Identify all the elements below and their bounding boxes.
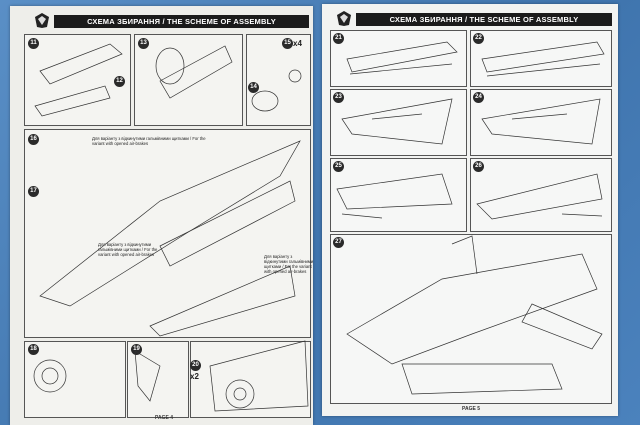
- step-number: 20: [190, 360, 201, 371]
- step-panel-11-12: [24, 34, 131, 126]
- step-number: 27: [333, 237, 344, 248]
- step-number: 25: [333, 161, 344, 172]
- brand-logo-icon: [35, 13, 49, 28]
- assembly-line-art: [33, 43, 309, 412]
- step-panel-27: [330, 234, 612, 404]
- step-panel-14-15: [246, 34, 311, 126]
- step-number: 14: [248, 82, 259, 93]
- step-panel-20: [190, 341, 311, 418]
- page-number: PAGE 5: [462, 406, 480, 412]
- step-panel-25: [330, 158, 467, 232]
- assembly-line-art: [336, 41, 605, 395]
- page-title: СХЕМА ЗБИРАННЯ / THE SCHEME OF ASSEMBLY: [356, 13, 612, 26]
- step-number: 19: [131, 344, 142, 355]
- step-panel-13: [134, 34, 243, 126]
- step-panel-26: [470, 158, 612, 232]
- instruction-page-left: СХЕМА ЗБИРАННЯ / THE SCHEME OF ASSEMBLY …: [10, 6, 313, 425]
- step-panel-24: [470, 89, 612, 156]
- variant-note: Для варіанту з відкинутими гальмівними щ…: [264, 254, 313, 274]
- step-number: 13: [138, 38, 149, 49]
- step-number: 18: [28, 344, 39, 355]
- step-panel-22: [470, 30, 612, 87]
- step-number: 24: [473, 92, 484, 103]
- step-number: 12: [114, 76, 125, 87]
- page-title: СХЕМА ЗБИРАННЯ / THE SCHEME OF ASSEMBLY: [54, 15, 309, 28]
- step-number: 21: [333, 33, 344, 44]
- step-number: 23: [333, 92, 344, 103]
- page-number: PAGE 4: [155, 415, 173, 421]
- variant-note: Для варіанту з відкинутими гальмівними щ…: [98, 242, 158, 257]
- step-number: 11: [28, 38, 39, 49]
- multiplier-label: x2: [190, 372, 199, 381]
- step-panel-16-17: [24, 129, 311, 338]
- step-number: 26: [473, 161, 484, 172]
- step-panel-21: [330, 30, 467, 87]
- variant-note: Для варіанту з відкинутими гальмівними щ…: [92, 136, 206, 146]
- brand-logo-icon: [337, 11, 351, 26]
- multiplier-label: x4: [293, 39, 302, 48]
- step-number: 16: [28, 134, 39, 145]
- step-number: 22: [473, 33, 484, 44]
- step-panel-18: [24, 341, 126, 418]
- step-number: 17: [28, 186, 39, 197]
- instruction-page-right: СХЕМА ЗБИРАННЯ / THE SCHEME OF ASSEMBLY …: [322, 4, 618, 416]
- step-number: 15: [282, 38, 293, 49]
